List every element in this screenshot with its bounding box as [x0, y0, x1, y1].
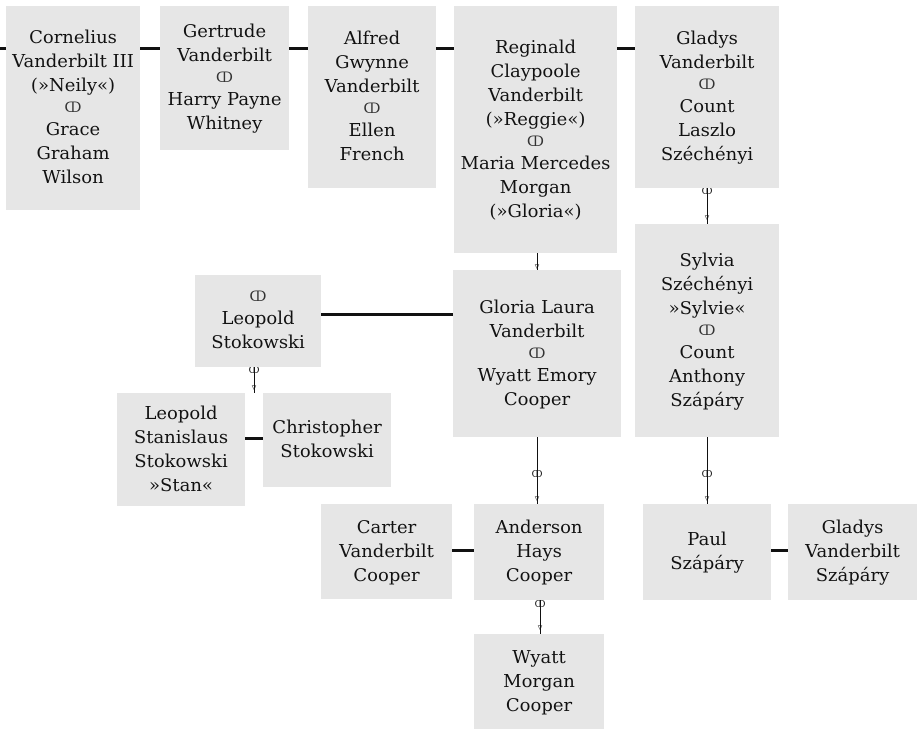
person-cornelius-vanderbilt-iii: Cornelius Vanderbilt III (»Neily«) ↀ Gra…: [6, 6, 140, 210]
person-wyatt-morgan-cooper: Wyatt Morgan Cooper: [474, 634, 604, 729]
person-sylvia-szechenyi: Sylvia Széchényi »Sylvie« ↀ Count Anthon…: [635, 224, 779, 437]
person-name: Gertrude Vanderbilt: [177, 21, 272, 66]
spouse-name: Leopold Stokowski: [211, 308, 305, 353]
person-alfred-gwynne-vanderbilt: Alfred Gwynne Vanderbilt ↀ Ellen French: [308, 6, 436, 188]
descent-arrow-icon: ▿: [704, 494, 710, 504]
marriage-icon: ↀ: [528, 345, 546, 362]
spouse-name: Harry Payne Whitney: [167, 89, 282, 134]
sibling-line-reginald-gladys: [617, 47, 635, 50]
person-gertrude-vanderbilt: Gertrude Vanderbilt ↀ Harry Payne Whitne…: [160, 6, 289, 150]
descent-ring-icon: ↀ: [248, 366, 260, 376]
person-name: Gladys Vanderbilt Szápáry: [805, 517, 900, 586]
spouse-name: Count Laszlo Széchényi: [660, 96, 754, 165]
spouse-name: Count Anthony Szápáry: [668, 341, 746, 411]
person-leopold-stokowski: ↀ Leopold Stokowski: [195, 275, 321, 367]
sibling-line-gertrude-alfred: [289, 47, 308, 50]
marriage-icon: ↀ: [249, 289, 267, 305]
descent-line-leopold-stan: [254, 367, 255, 393]
descent-arrow-icon: ▿: [537, 623, 543, 633]
person-name: Paul Szápáry: [670, 529, 744, 574]
person-name: Gladys Vanderbilt: [659, 28, 755, 73]
person-name: Christopher Stokowski: [272, 417, 382, 462]
person-name: Alfred Gwynne Vanderbilt: [324, 28, 420, 97]
marriage-icon: ↀ: [527, 133, 544, 150]
person-leopold-stanislaus-stokowski: Leopold Stanislaus Stokowski »Stan«: [117, 393, 245, 506]
marriage-line-leopold-gloria: [321, 313, 453, 316]
descent-ring-icon: ↀ: [701, 470, 713, 480]
person-paul-szapary: Paul Szápáry: [643, 504, 771, 600]
descent-arrow-icon: ▿: [251, 383, 257, 393]
descent-arrow-icon: ▿: [704, 213, 710, 223]
sibling-line-stan-christopher: [245, 437, 263, 440]
person-christopher-stokowski: Christopher Stokowski: [263, 393, 391, 487]
spouse-name: Maria Mercedes Morgan (»Gloria«): [460, 152, 611, 222]
descent-line-gloria-anderson: [537, 437, 538, 504]
spouse-name: Wyatt Emory Cooper: [477, 364, 597, 410]
person-name: Reginald Claypoole Vanderbilt (»Reggie«): [485, 36, 586, 130]
person-name: Leopold Stanislaus Stokowski »Stan«: [133, 402, 229, 496]
person-name: Sylvia Széchényi »Sylvie«: [660, 249, 754, 319]
person-name: Carter Vanderbilt Cooper: [339, 516, 434, 586]
sibling-line-left-edge: [0, 47, 6, 50]
person-name: Anderson Hays Cooper: [495, 517, 583, 586]
sibling-line-cornelius-gertrude: [140, 47, 160, 50]
descent-line-anderson-wyatt: [540, 600, 541, 634]
person-gladys-vanderbilt: Gladys Vanderbilt ↀ Count Laszlo Széchén…: [635, 6, 779, 188]
marriage-icon: ↀ: [363, 101, 381, 117]
marriage-icon: ↀ: [698, 322, 716, 339]
descent-arrow-icon: ▿: [534, 494, 540, 504]
descent-ring-icon: ↀ: [534, 600, 546, 610]
person-name: Cornelius Vanderbilt III (»Neily«): [12, 27, 134, 96]
sibling-line-paul-gladys: [771, 549, 788, 552]
descent-line-reginald-gloria: [537, 253, 538, 270]
descent-ring-icon: ↀ: [531, 470, 543, 480]
person-name: Gloria Laura Vanderbilt: [479, 296, 595, 342]
descent-arrow-icon: ▿: [534, 262, 540, 272]
person-anderson-hays-cooper: Anderson Hays Cooper: [474, 504, 604, 600]
spouse-name: Grace Graham Wilson: [36, 119, 110, 188]
descent-ring-icon: ↀ: [701, 187, 713, 197]
person-reginald-claypoole-vanderbilt: Reginald Claypoole Vanderbilt (»Reggie«)…: [454, 6, 617, 253]
sibling-line-alfred-reginald: [436, 47, 454, 50]
marriage-icon: ↀ: [698, 77, 716, 93]
descent-line-sylvia-paul: [707, 437, 708, 504]
person-carter-vanderbilt-cooper: Carter Vanderbilt Cooper: [321, 504, 452, 599]
sibling-line-carter-anderson: [452, 549, 474, 552]
person-name: Wyatt Morgan Cooper: [503, 646, 575, 716]
descent-line-gladys-sylvia: [707, 188, 708, 224]
person-gladys-vanderbilt-szapary: Gladys Vanderbilt Szápáry: [788, 504, 917, 600]
marriage-icon: ↀ: [64, 100, 82, 116]
person-gloria-laura-vanderbilt: Gloria Laura Vanderbilt ↀ Wyatt Emory Co…: [453, 270, 621, 437]
spouse-name: Ellen French: [339, 120, 405, 165]
marriage-icon: ↀ: [216, 70, 233, 86]
